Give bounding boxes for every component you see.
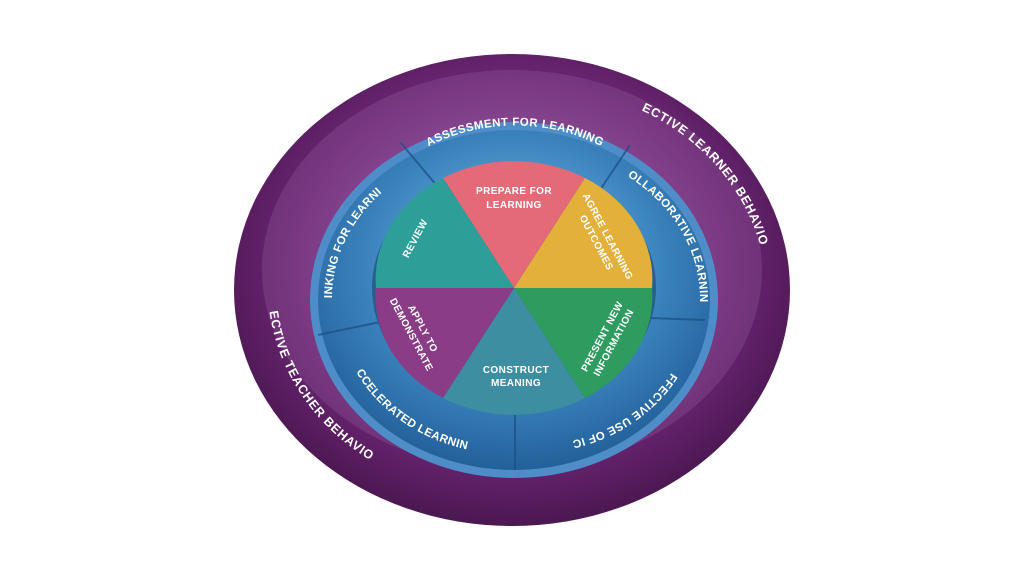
construct-label-line1: CONSTRUCT (483, 365, 549, 376)
core-segment-prepare (443, 161, 585, 288)
core-segment-review (375, 178, 514, 288)
core-segment-present (514, 288, 653, 398)
prepare-label-line2: LEARNING (486, 200, 541, 211)
core-wheel (375, 161, 653, 415)
prepare-label-line1: PREPARE FOR (476, 186, 552, 197)
middle-ring-dividers (317, 141, 706, 470)
core-segment-agree (514, 178, 653, 288)
core-segment-construct (443, 288, 585, 415)
core-segment-apply (375, 288, 514, 398)
construct-label-line2: MEANING (491, 378, 541, 389)
